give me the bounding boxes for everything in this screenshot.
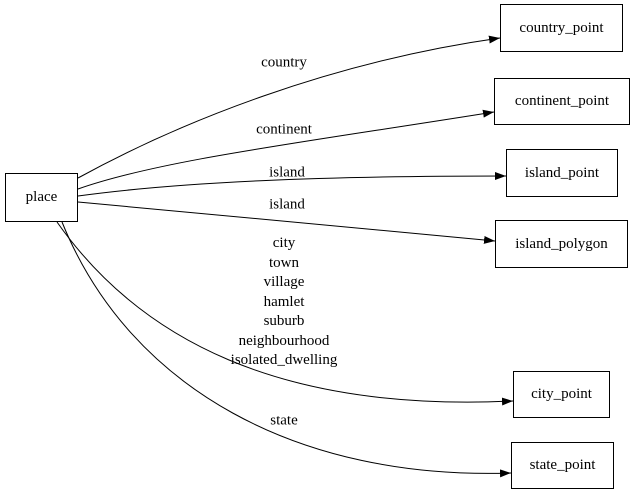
node-island-polygon-label: island_polygon [515,235,608,252]
node-city-point-label: city_point [531,386,592,402]
node-island-polygon[interactable]: island_polygon [495,220,628,268]
edge-place-country-point [77,35,501,179]
node-place-label: place [25,189,58,205]
node-country-point[interactable]: country_point [500,4,623,52]
node-city-point[interactable]: city_point [513,371,610,418]
edge-place-state-point [61,221,512,478]
edge-place-island-polygon [77,201,496,244]
edge-label-state: state [270,412,298,429]
edge-label-country: country [261,54,307,71]
node-continent-point-label: continent_point [514,93,610,109]
node-place[interactable]: place [5,173,78,222]
edge-label-continent: continent [256,121,312,138]
edge-place-continent-point [77,109,495,190]
node-country-point-label: country_point [519,19,604,36]
edge-label-island-point: island [269,164,305,181]
node-island-point[interactable]: island_point [506,149,618,197]
edge-label-city-types: city town village hamlet suburb neighbou… [230,234,338,368]
node-continent-point[interactable]: continent_point [494,78,630,125]
node-state-point[interactable]: state_point [511,442,614,489]
node-state-point-label: state_point [529,457,596,473]
node-island-point-label: island_point [524,164,600,181]
edge-place-city-point [56,221,514,406]
edge-place-island-point [77,172,507,197]
edge-label-island-polygon: island [269,196,305,213]
